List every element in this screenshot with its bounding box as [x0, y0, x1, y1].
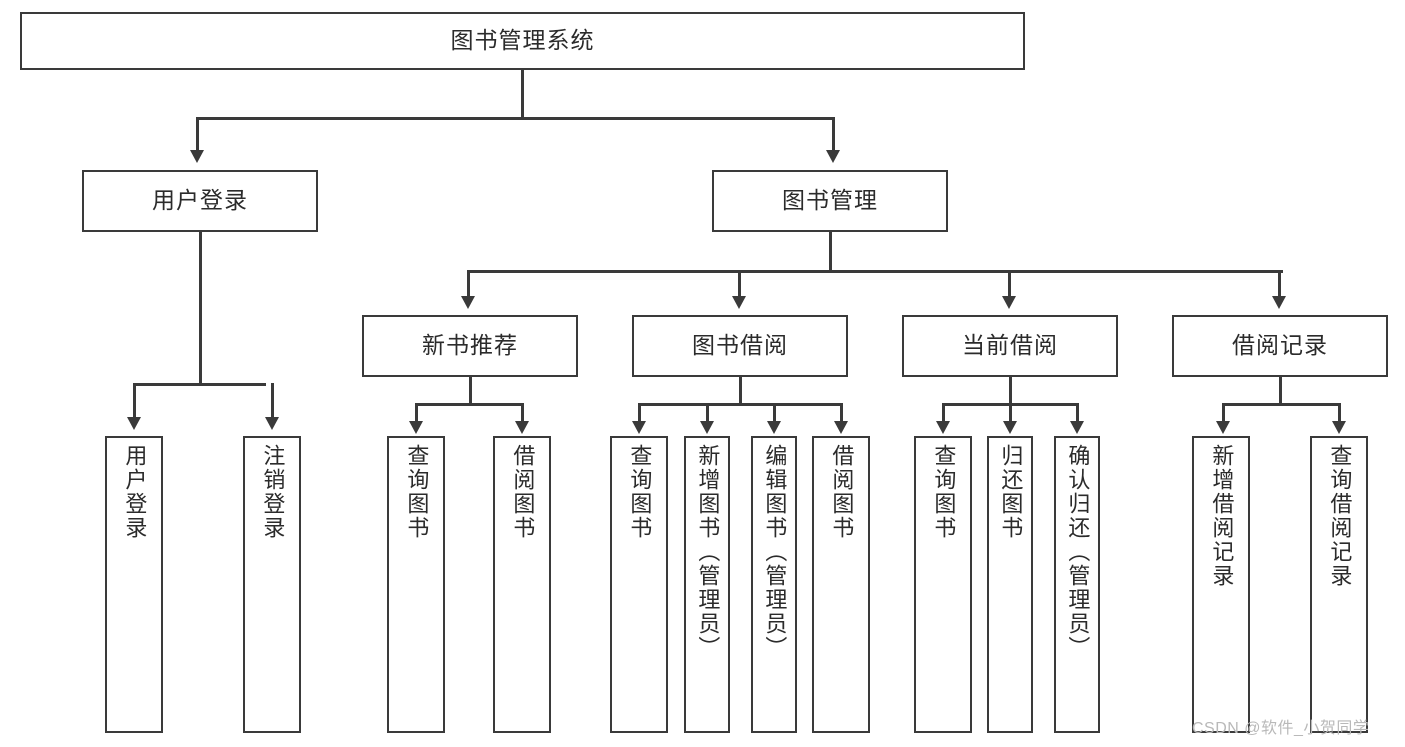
arrow-bookborrow-to-leaf-3: [767, 421, 781, 434]
connector-root-stem: [521, 70, 524, 118]
node-label: 图书管理系统: [450, 27, 595, 54]
connector-borrowrecord-to-leaf-1: [1222, 403, 1225, 423]
connector-bm-to-new-book: [467, 270, 470, 298]
arrow-root-to-book-management: [826, 150, 840, 163]
leaf-label: 编辑图书（管理员）: [762, 444, 788, 660]
leaf-label: 确认归还（管理员）: [1065, 444, 1091, 660]
arrow-bookborrow-to-leaf-4: [834, 421, 848, 434]
leaf-new-book-borrow[interactable]: 借阅图书: [493, 436, 551, 733]
connector-bookborrow-to-leaf-3: [773, 403, 776, 423]
connector-user-login-to-leaf-2: [271, 383, 274, 419]
csdn-watermark: CSDN @软件_小贺同学: [1192, 720, 1370, 737]
leaf-label: 新增图书（管理员）: [695, 444, 721, 660]
leaf-borrow-record-query[interactable]: 查询借阅记录: [1310, 436, 1368, 733]
leaf-current-borrow-confirm-return[interactable]: 确认归还（管理员）: [1054, 436, 1100, 733]
connector-root-bus: [196, 117, 834, 120]
leaf-label: 查询图书: [404, 444, 430, 540]
connector-currentborrow-to-leaf-1: [942, 403, 945, 423]
connector-bookborrow-to-leaf-2: [706, 403, 709, 423]
node-new-book-recommend[interactable]: 新书推荐: [362, 315, 578, 377]
node-label: 图书借阅: [692, 332, 788, 359]
arrow-bm-to-book-borrow: [732, 296, 746, 309]
leaf-label: 新增借阅记录: [1209, 444, 1235, 588]
node-label: 当前借阅: [962, 332, 1058, 359]
arrow-borrowrecord-to-leaf-2: [1332, 421, 1346, 434]
connector-bookborrow-to-leaf-4: [840, 403, 843, 423]
connector-bm-to-borrow-record: [1278, 270, 1281, 298]
arrow-bm-to-current-borrow: [1002, 296, 1016, 309]
connector-user-login-bus: [133, 383, 266, 386]
connector-bm-to-book-borrow: [738, 270, 741, 298]
connector-bm-to-current-borrow: [1008, 270, 1011, 298]
node-label: 图书管理: [782, 187, 878, 214]
leaf-label: 借阅图书: [510, 444, 536, 540]
node-label: 新书推荐: [422, 332, 518, 359]
arrow-bm-to-borrow-record: [1272, 296, 1286, 309]
leaf-current-borrow-query[interactable]: 查询图书: [914, 436, 972, 733]
node-book-management[interactable]: 图书管理: [712, 170, 948, 232]
connector-newbook-to-leaf-1: [415, 403, 418, 423]
leaf-borrow-record-add[interactable]: 新增借阅记录: [1192, 436, 1250, 733]
leaf-user-login-login[interactable]: 用户登录: [105, 436, 163, 733]
arrow-bookborrow-to-leaf-1: [632, 421, 646, 434]
arrow-newbook-to-leaf-2: [515, 421, 529, 434]
connector-new-book-stem: [469, 377, 472, 405]
connector-borrow-record-bus: [1222, 403, 1338, 406]
node-book-borrow[interactable]: 图书借阅: [632, 315, 848, 377]
leaf-label: 用户登录: [122, 444, 148, 540]
arrow-bookborrow-to-leaf-2: [700, 421, 714, 434]
connector-currentborrow-to-leaf-2: [1009, 403, 1012, 423]
arrow-currentborrow-to-leaf-2: [1003, 421, 1017, 434]
node-label: 借阅记录: [1232, 332, 1328, 359]
leaf-current-borrow-return[interactable]: 归还图书: [987, 436, 1033, 733]
leaf-label: 查询借阅记录: [1327, 444, 1353, 588]
node-borrow-record[interactable]: 借阅记录: [1172, 315, 1388, 377]
arrow-newbook-to-leaf-1: [409, 421, 423, 434]
leaf-book-borrow-add[interactable]: 新增图书（管理员）: [684, 436, 730, 733]
leaf-label: 借阅图书: [829, 444, 855, 540]
connector-borrowrecord-to-leaf-2: [1338, 403, 1341, 423]
arrow-user-login-to-leaf-1: [127, 417, 141, 430]
arrow-borrowrecord-to-leaf-1: [1216, 421, 1230, 434]
connector-new-book-bus: [415, 403, 523, 406]
connector-root-to-book-management: [832, 117, 835, 153]
connector-current-borrow-stem: [1009, 377, 1012, 405]
node-user-login[interactable]: 用户登录: [82, 170, 318, 232]
connector-user-login-to-leaf-1: [133, 383, 136, 419]
connector-book-borrow-stem: [739, 377, 742, 405]
leaf-user-login-logout[interactable]: 注销登录: [243, 436, 301, 733]
leaf-label: 注销登录: [260, 444, 286, 540]
connector-book-management-stem: [829, 232, 832, 272]
connector-borrow-record-stem: [1279, 377, 1282, 405]
connector-book-management-bus: [467, 270, 1283, 273]
arrow-bm-to-new-book: [461, 296, 475, 309]
arrow-currentborrow-to-leaf-1: [936, 421, 950, 434]
leaf-book-borrow-borrow[interactable]: 借阅图书: [812, 436, 870, 733]
connector-book-borrow-bus: [638, 403, 842, 406]
connector-root-to-user-login: [196, 117, 199, 153]
arrow-user-login-to-leaf-2: [265, 417, 279, 430]
leaf-new-book-query[interactable]: 查询图书: [387, 436, 445, 733]
connector-bookborrow-to-leaf-1: [638, 403, 641, 423]
connector-newbook-to-leaf-2: [521, 403, 524, 423]
arrow-currentborrow-to-leaf-3: [1070, 421, 1084, 434]
leaf-book-borrow-edit[interactable]: 编辑图书（管理员）: [751, 436, 797, 733]
connector-currentborrow-to-leaf-3: [1076, 403, 1079, 423]
leaf-label: 查询图书: [627, 444, 653, 540]
leaf-label: 查询图书: [931, 444, 957, 540]
connector-user-login-stem: [199, 232, 202, 385]
leaf-label: 归还图书: [998, 444, 1024, 540]
node-label: 用户登录: [152, 187, 248, 214]
leaf-book-borrow-query[interactable]: 查询图书: [610, 436, 668, 733]
arrow-root-to-user-login: [190, 150, 204, 163]
node-current-borrow[interactable]: 当前借阅: [902, 315, 1118, 377]
node-root-book-management-system[interactable]: 图书管理系统: [20, 12, 1025, 70]
